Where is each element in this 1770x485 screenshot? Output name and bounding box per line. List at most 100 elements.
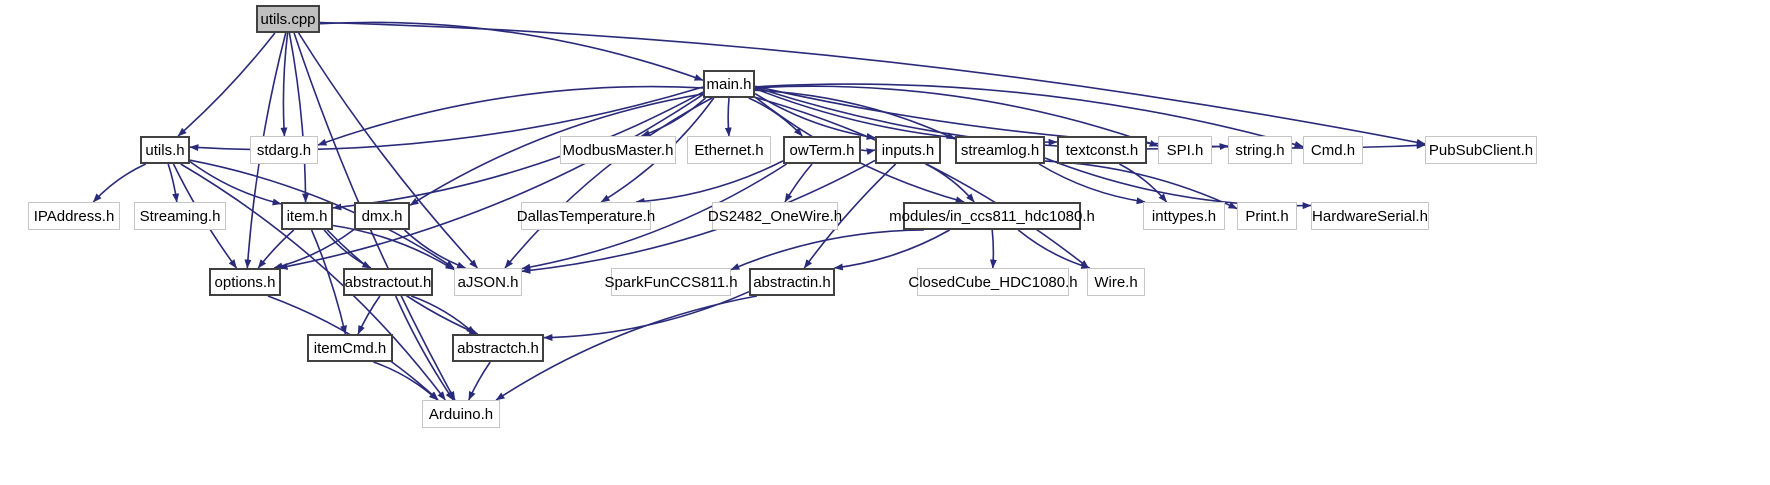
graph-edge <box>273 228 355 270</box>
graph-node-label: DallasTemperature.h <box>516 207 656 225</box>
graph-node-label: IPAddress.h <box>33 207 115 225</box>
graph-node-label: Wire.h <box>1094 273 1138 291</box>
graph-node-utils-cpp[interactable]: utils.cpp <box>256 5 320 33</box>
graph-node-owterm-h[interactable]: owTerm.h <box>783 136 861 164</box>
graph-edge <box>521 159 876 274</box>
graph-node-label: utils.h <box>145 141 185 159</box>
graph-node-textconst-h[interactable]: textconst.h <box>1057 136 1147 164</box>
graph-node-item-h[interactable]: item.h <box>281 202 333 230</box>
graph-node-print-h[interactable]: Print.h <box>1237 202 1297 230</box>
graph-edge <box>177 32 276 137</box>
graph-node-label: SPI.h <box>1166 141 1204 159</box>
graph-node-dallastemperature-h[interactable]: DallasTemperature.h <box>517 202 655 230</box>
graph-node-label: inttypes.h <box>1151 207 1217 225</box>
graph-edge <box>297 32 478 269</box>
graph-node-label: main.h <box>706 75 752 93</box>
graph-edge <box>280 32 289 137</box>
graph-edge <box>288 32 310 203</box>
graph-edge <box>310 229 347 335</box>
graph-node-hardwareserial-h[interactable]: HardwareSerial.h <box>1311 202 1429 230</box>
graph-node-label: item.h <box>286 207 328 225</box>
graph-node-label: streamlog.h <box>960 141 1040 159</box>
graph-node-label: Ethernet.h <box>694 141 764 159</box>
graph-node-label: aJSON.h <box>457 273 519 291</box>
graph-edge <box>860 148 876 156</box>
graph-node-abstractin-h[interactable]: abstractin.h <box>749 268 835 296</box>
graph-node-abstractch-h[interactable]: abstractch.h <box>452 334 544 362</box>
graph-node-label: dmx.h <box>361 207 403 225</box>
graph-edge <box>989 229 997 269</box>
graph-node-streamlog-h[interactable]: streamlog.h <box>955 136 1045 164</box>
graph-node-label: utils.cpp <box>260 10 316 28</box>
graph-node-label: string.h <box>1235 141 1285 159</box>
graph-edge <box>180 163 446 401</box>
graph-edge <box>394 295 454 401</box>
graph-edge <box>189 159 455 269</box>
graph-node-streaming-h[interactable]: Streaming.h <box>134 202 226 230</box>
graph-edge <box>357 295 381 335</box>
graph-node-label: owTerm.h <box>789 141 855 159</box>
graph-node-label: modules/in_ccs811_hdc1080.h <box>889 207 1095 225</box>
graph-edge <box>754 96 1090 269</box>
graph-edge <box>504 97 713 269</box>
graph-node-dmx-h[interactable]: dmx.h <box>354 202 410 230</box>
graph-node-ds2482-onewire-h[interactable]: DS2482_OneWire.h <box>708 202 842 230</box>
graph-node-spi-h[interactable]: SPI.h <box>1158 136 1212 164</box>
graph-edge <box>1038 163 1146 205</box>
graph-edge <box>257 229 295 269</box>
graph-node-label: SparkFunCCS811.h <box>604 273 738 291</box>
graph-edge <box>730 229 924 271</box>
graph-node-label: abstractin.h <box>753 273 831 291</box>
graph-node-inttypes-h[interactable]: inttypes.h <box>1143 202 1225 230</box>
graph-edge <box>803 163 897 269</box>
graph-edge <box>92 163 147 203</box>
graph-node-abstractout-h[interactable]: abstractout.h <box>343 268 433 296</box>
graph-edge <box>373 361 439 401</box>
graph-node-modules-in-ccs811-hdc1080-h[interactable]: modules/in_ccs811_hdc1080.h <box>889 202 1095 230</box>
graph-node-label: PubSubClient.h <box>1428 141 1534 159</box>
graph-edge <box>1017 229 1091 269</box>
graph-node-label: inputs.h <box>881 141 935 159</box>
graph-node-label: Cmd.h <box>1310 141 1356 159</box>
graph-edge <box>925 163 975 203</box>
graph-node-label: HardwareSerial.h <box>1312 207 1428 225</box>
graph-node-arduino-h[interactable]: Arduino.h <box>422 400 500 428</box>
graph-node-ipaddress-h[interactable]: IPAddress.h <box>28 202 120 230</box>
graph-edge <box>640 97 707 137</box>
graph-node-label: stdarg.h <box>256 141 312 159</box>
graph-edge <box>317 85 704 146</box>
graph-node-string-h[interactable]: string.h <box>1228 136 1292 164</box>
graph-node-inputs-h[interactable]: inputs.h <box>875 136 941 164</box>
graph-node-modbusmaster-h[interactable]: ModbusMaster.h <box>560 136 676 164</box>
graph-edge <box>495 295 758 401</box>
graph-node-label: itemCmd.h <box>313 339 387 357</box>
graph-node-ethernet-h[interactable]: Ethernet.h <box>687 136 771 164</box>
graph-node-label: Print.h <box>1245 207 1289 225</box>
graph-node-closedcube-hdc1080-h[interactable]: ClosedCube_HDC1080.h <box>908 268 1078 296</box>
graph-edge <box>754 83 1304 148</box>
graph-node-main-h[interactable]: main.h <box>703 70 755 98</box>
graph-node-itemcmd-h[interactable]: itemCmd.h <box>307 334 393 362</box>
graph-node-pubsubclient-h[interactable]: PubSubClient.h <box>1425 136 1537 164</box>
graph-edge <box>468 361 491 401</box>
graph-edge <box>319 21 1426 146</box>
graph-node-sparkfunccs811-h[interactable]: SparkFunCCS811.h <box>604 268 738 296</box>
graph-edge <box>784 163 813 203</box>
graph-edge <box>754 85 1159 147</box>
graph-node-stdarg-h[interactable]: stdarg.h <box>250 136 318 164</box>
graph-node-label: ClosedCube_HDC1080.h <box>908 273 1078 291</box>
graph-node-label: options.h <box>214 273 276 291</box>
graph-edge <box>1119 163 1168 203</box>
graph-edge <box>332 224 455 271</box>
graph-node-ajson-h[interactable]: aJSON.h <box>454 268 522 296</box>
graph-node-cmd-h[interactable]: Cmd.h <box>1303 136 1363 164</box>
graph-node-label: textconst.h <box>1065 141 1139 159</box>
graph-node-label: DS2482_OneWire.h <box>707 207 843 225</box>
graph-edge <box>635 160 784 205</box>
graph-node-wire-h[interactable]: Wire.h <box>1087 268 1145 296</box>
graph-edge <box>278 93 704 270</box>
graph-node-options-h[interactable]: options.h <box>209 268 281 296</box>
graph-edge <box>521 163 788 271</box>
graph-node-label: ModbusMaster.h <box>562 141 674 159</box>
graph-node-utils-h[interactable]: utils.h <box>140 136 190 164</box>
